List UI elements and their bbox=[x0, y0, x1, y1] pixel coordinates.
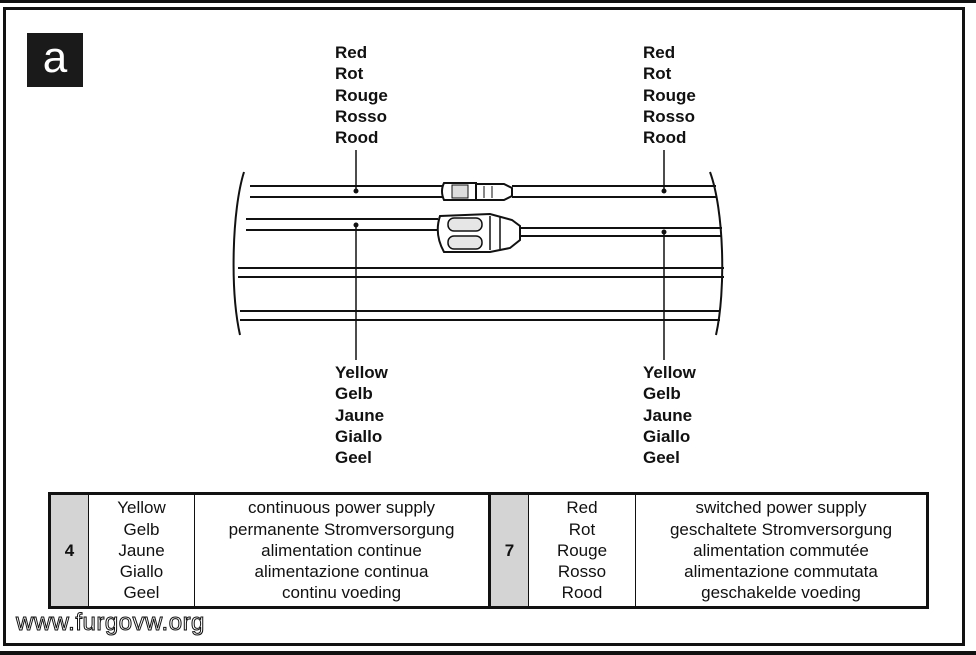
bundle-left-end bbox=[232, 171, 245, 336]
large-plug-connector bbox=[436, 212, 521, 253]
legend-text: Jaune bbox=[118, 540, 165, 560]
diagram-frame bbox=[3, 7, 965, 646]
label-line: Rosso bbox=[643, 106, 695, 126]
legend-left-number: 4 bbox=[51, 495, 89, 606]
legend-text: alimentation commutée bbox=[693, 540, 869, 560]
legend-text: Red bbox=[566, 498, 598, 518]
legend-text: geschakelde voeding bbox=[701, 583, 861, 603]
frame-bottom-border bbox=[0, 651, 976, 655]
small-plug-connector bbox=[441, 182, 513, 201]
label-line: Giallo bbox=[643, 426, 691, 446]
legend-text: Gelb bbox=[123, 519, 160, 539]
label-line: Gelb bbox=[643, 384, 681, 404]
label-line: Red bbox=[643, 43, 676, 62]
label-line: Rood bbox=[335, 128, 379, 148]
legend-text: Geel bbox=[123, 583, 160, 603]
legend-right-description: switched power supply geschaltete Stromv… bbox=[636, 495, 926, 606]
label-line: Rot bbox=[643, 64, 672, 84]
legend-left-description: continuous power supply permanente Strom… bbox=[195, 495, 488, 606]
legend-right-number: 7 bbox=[491, 495, 529, 606]
legend-text: geschaltete Stromversorgung bbox=[669, 519, 893, 539]
figure-badge: a bbox=[27, 33, 83, 87]
label-line: Rouge bbox=[643, 85, 696, 105]
label-line: Geel bbox=[643, 448, 680, 468]
label-line: Giallo bbox=[335, 426, 383, 446]
legend-right-color: Red Rot Rouge Rosso Rood bbox=[529, 495, 636, 606]
label-yellow-left: Yellow Gelb Jaune Giallo Geel bbox=[335, 362, 388, 468]
legend-text: alimentazione continua bbox=[254, 562, 429, 582]
label-red-right: Red Rot Rouge Rosso Rood bbox=[643, 42, 696, 148]
label-line: Rood bbox=[643, 128, 687, 148]
legend-text: Rosso bbox=[557, 562, 607, 582]
label-yellow-right: Yellow Gelb Jaune Giallo Geel bbox=[643, 362, 696, 468]
watermark: www.furgovw.org bbox=[16, 609, 205, 637]
legend-text: continu voeding bbox=[281, 583, 402, 603]
frame-top-border bbox=[0, 0, 976, 3]
legend-text: Rood bbox=[561, 583, 603, 603]
legend-text: Rouge bbox=[556, 540, 608, 560]
label-line: Yellow bbox=[335, 363, 388, 382]
label-red-left: Red Rot Rouge Rosso Rood bbox=[335, 42, 388, 148]
legend-text: continuous power supply bbox=[247, 498, 436, 518]
label-line: Gelb bbox=[335, 384, 373, 404]
legend-text: switched power supply bbox=[695, 498, 867, 518]
label-line: Jaune bbox=[643, 405, 693, 425]
label-line: Rot bbox=[335, 64, 364, 84]
legend-left-color: Yellow Gelb Jaune Giallo Geel bbox=[89, 495, 195, 606]
legend-divider bbox=[488, 495, 491, 606]
legend-text: alimentazione commutata bbox=[684, 562, 878, 582]
label-line: Geel bbox=[335, 448, 372, 468]
label-line: Yellow bbox=[643, 363, 696, 382]
legend-table: 4 Yellow Gelb Jaune Giallo Geel continuo… bbox=[48, 492, 929, 609]
legend-text: alimentation continue bbox=[261, 540, 422, 560]
legend-text: Yellow bbox=[117, 498, 166, 518]
label-line: Red bbox=[335, 43, 368, 62]
legend-text: permanente Stromversorgung bbox=[228, 519, 455, 539]
label-line: Rouge bbox=[335, 85, 388, 105]
label-line: Jaune bbox=[335, 405, 385, 425]
label-line: Rosso bbox=[335, 106, 387, 126]
legend-text: Rot bbox=[568, 519, 596, 539]
legend-text: Giallo bbox=[119, 562, 164, 582]
